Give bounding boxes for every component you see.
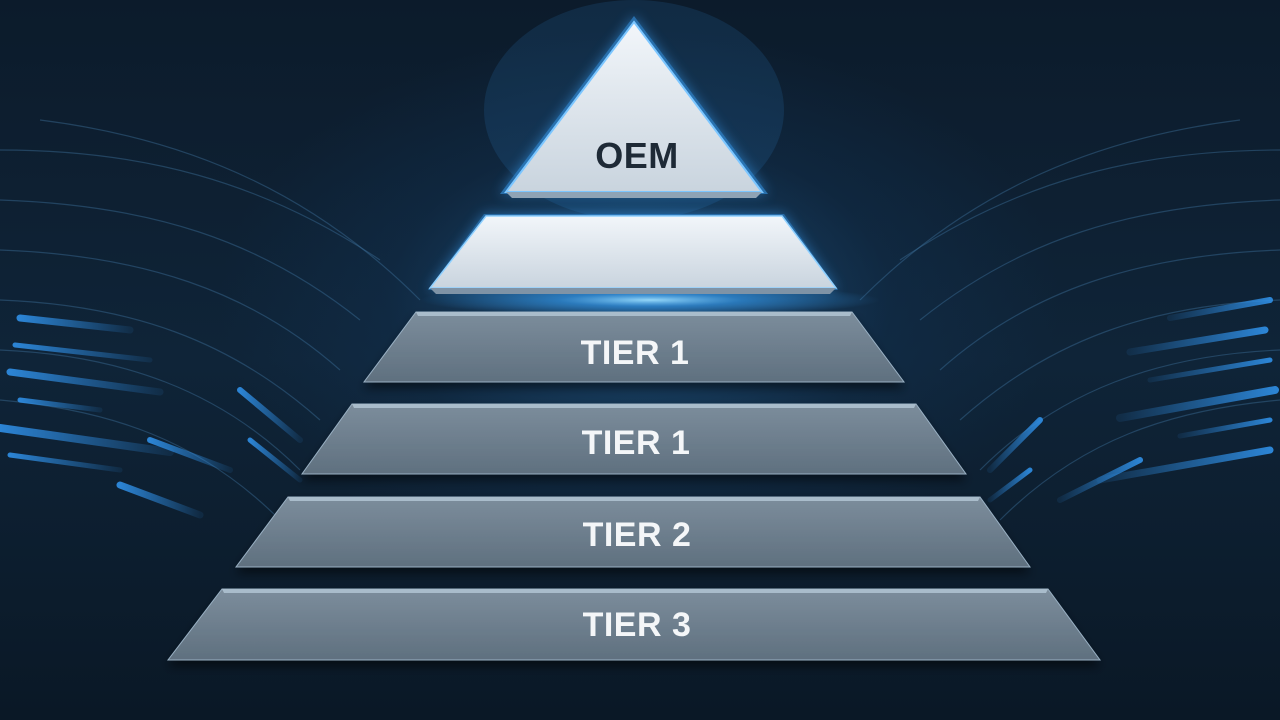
level-label-tier1-b: TIER 1 bbox=[582, 424, 691, 462]
pyramid-level-oem: OEM bbox=[500, 16, 768, 198]
right-curve-lines bbox=[859, 119, 1280, 521]
level-label-oem: OEM bbox=[595, 135, 679, 176]
pyramid-level-tier3: TIER 3 bbox=[166, 588, 1101, 661]
level-label-tier2: TIER 2 bbox=[583, 516, 692, 554]
pyramid-level-tier1-a: TIER 1 bbox=[363, 311, 905, 383]
pyramid-level-tier2: TIER 2 bbox=[235, 496, 1031, 568]
level-label-tier3: TIER 3 bbox=[583, 606, 692, 644]
pyramid-level-tier1-b: TIER 1 bbox=[301, 403, 967, 475]
level-label-tier1-a: TIER 1 bbox=[581, 334, 690, 372]
pyramid-level-2 bbox=[428, 214, 838, 294]
right-light-dashes bbox=[987, 297, 1279, 503]
left-light-dashes bbox=[0, 314, 303, 519]
